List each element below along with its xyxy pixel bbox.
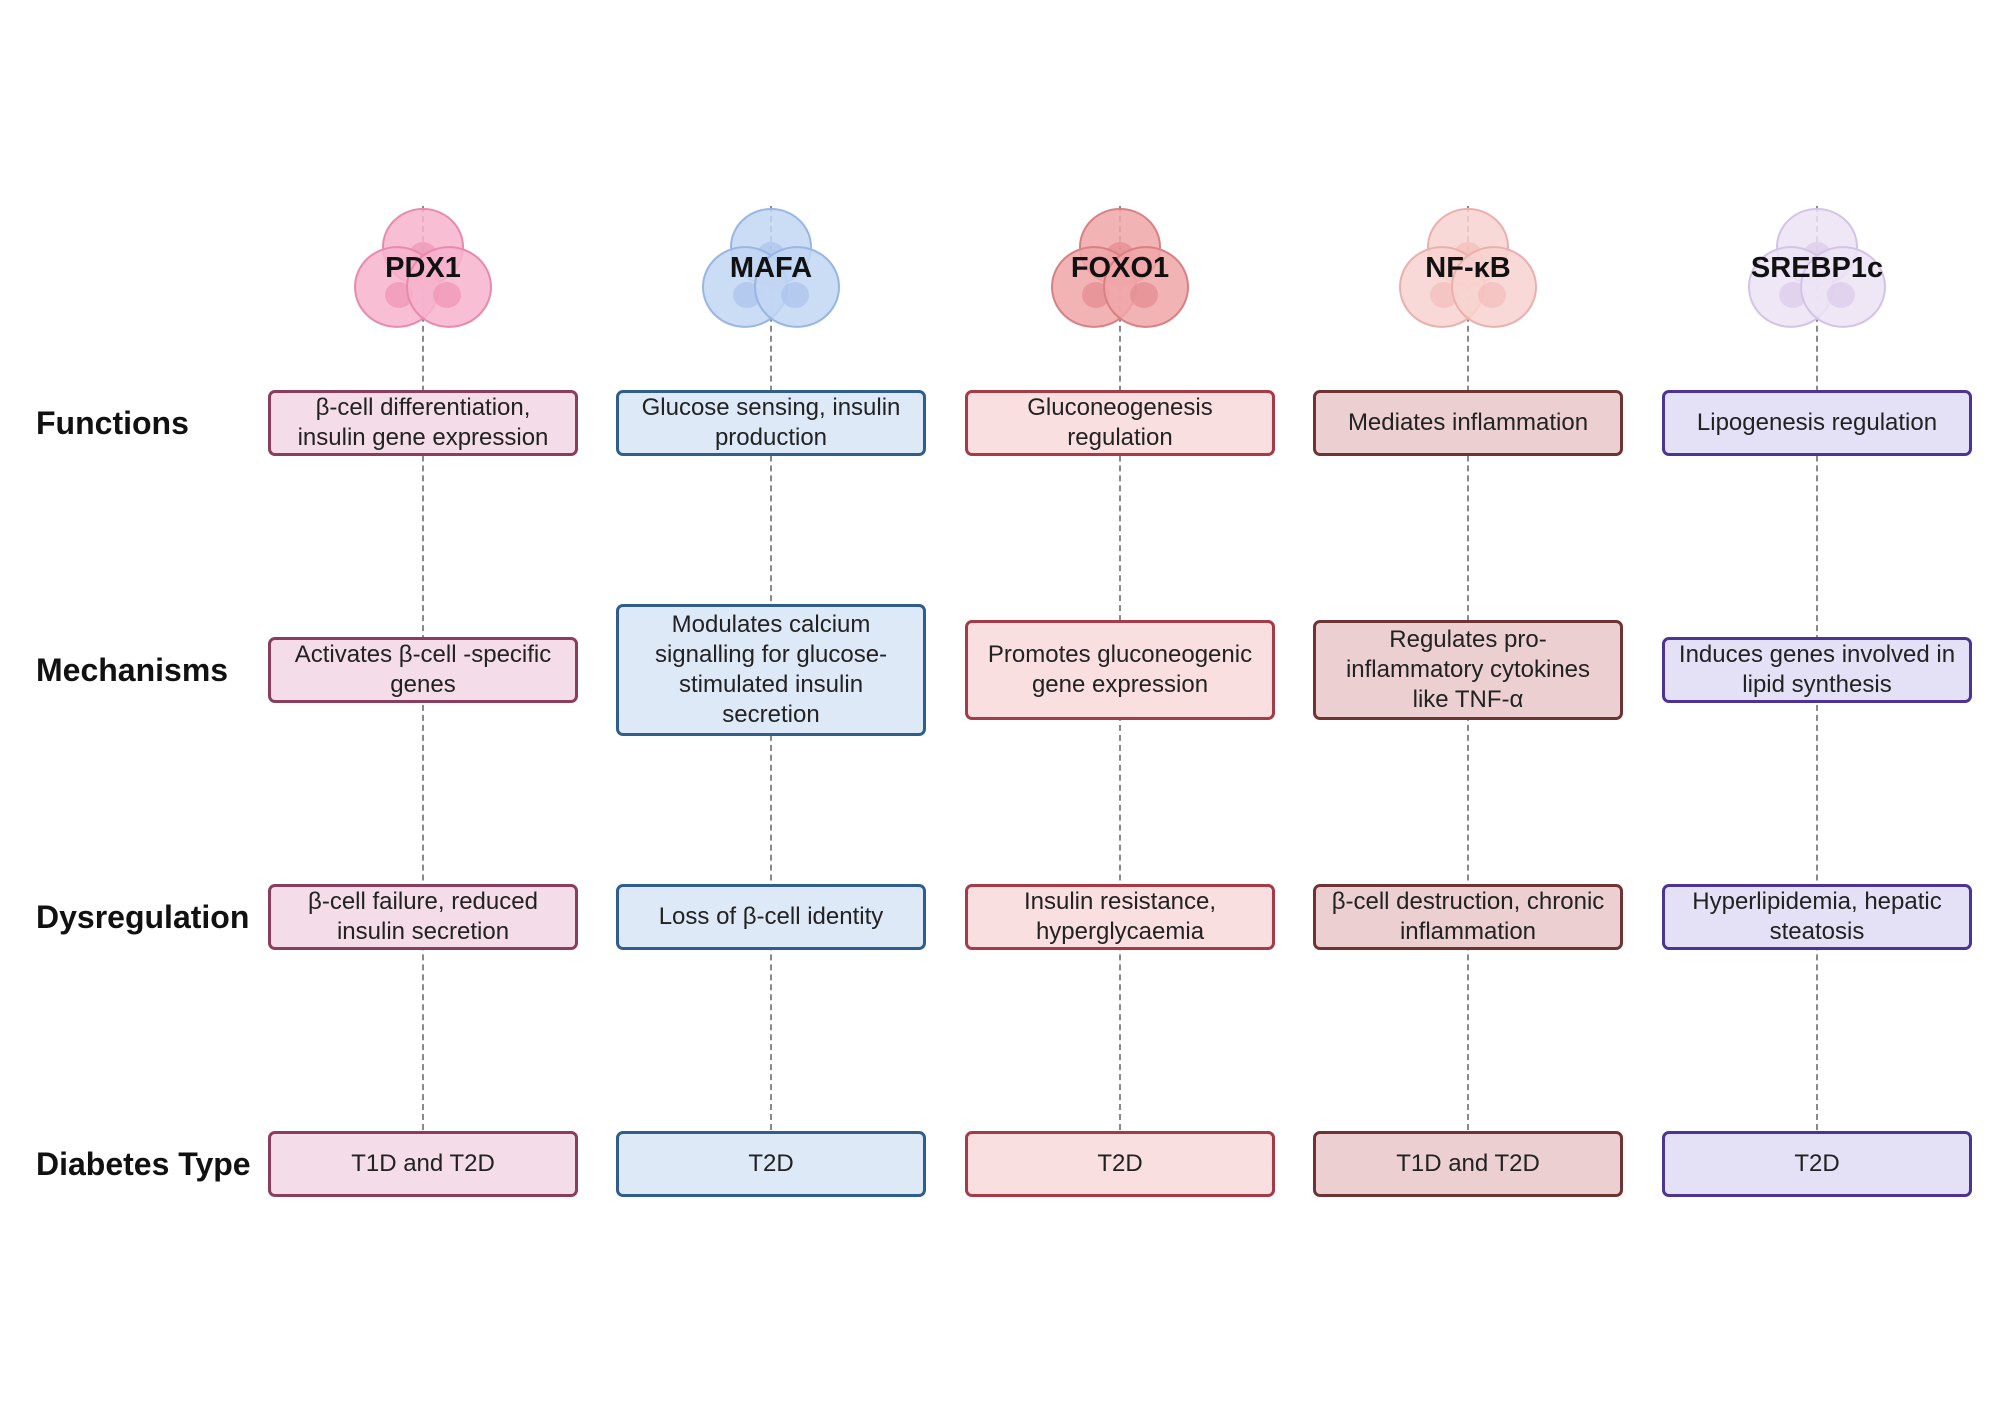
dysregulation-box-srebp1c: Hyperlipidemia, hepatic steatosis — [1662, 884, 1972, 950]
dysregulation-box-foxo1: Insulin resistance, hyperglycaemia — [965, 884, 1275, 950]
diabetes-type-box-pdx1: T1D and T2D — [268, 1131, 578, 1197]
diabetes-type-box-mafa: T2D — [616, 1131, 926, 1197]
functions-box-pdx1: β-cell differentiation, insulin gene exp… — [268, 390, 578, 456]
diabetes-type-box-nf-kb: T1D and T2D — [1313, 1131, 1623, 1197]
cell-cluster-icon-srebp1c — [1748, 208, 1886, 328]
mechanisms-box-nf-kb: Regulates pro-inflammatory cytokines lik… — [1313, 620, 1623, 720]
mechanisms-box-mafa: Modulates calcium signalling for glucose… — [616, 604, 926, 736]
gene-label-foxo1: FOXO1 — [1070, 252, 1170, 284]
dysregulation-box-pdx1: β-cell failure, reduced insulin secretio… — [268, 884, 578, 950]
cell-cluster-icon-foxo1 — [1051, 208, 1189, 328]
functions-box-foxo1: Gluconeogenesis regulation — [965, 390, 1275, 456]
row-label-functions: Functions — [36, 404, 189, 441]
functions-box-mafa: Glucose sensing, insulin production — [616, 390, 926, 456]
gene-label-mafa: MAFA — [729, 252, 813, 284]
row-label-dysregulation: Dysregulation — [36, 898, 250, 935]
cell-cluster-icon-nf-kb — [1399, 208, 1537, 328]
cell-cluster-icon-pdx1 — [354, 208, 492, 328]
mechanisms-box-pdx1: Activates β-cell -specific genes — [268, 637, 578, 703]
cell-cluster-icon-mafa — [702, 208, 840, 328]
mechanisms-box-srebp1c: Induces genes involved in lipid synthesi… — [1662, 637, 1972, 703]
functions-box-nf-kb: Mediates inflammation — [1313, 390, 1623, 456]
gene-label-pdx1: PDX1 — [385, 252, 461, 284]
dysregulation-box-nf-kb: β-cell destruction, chronic inflammation — [1313, 884, 1623, 950]
mechanisms-box-foxo1: Promotes gluconeogenic gene expression — [965, 620, 1275, 720]
dysregulation-box-mafa: Loss of β-cell identity — [616, 884, 926, 950]
gene-label-nf-kb: NF-κB — [1425, 252, 1511, 284]
diabetes-type-box-srebp1c: T2D — [1662, 1131, 1972, 1197]
functions-box-srebp1c: Lipogenesis regulation — [1662, 390, 1972, 456]
diabetes-type-box-foxo1: T2D — [965, 1131, 1275, 1197]
row-label-diabetes-type: Diabetes Type — [36, 1145, 251, 1182]
row-label-mechanisms: Mechanisms — [36, 651, 229, 688]
gene-label-srebp1c: SREBP1c — [1750, 252, 1884, 284]
